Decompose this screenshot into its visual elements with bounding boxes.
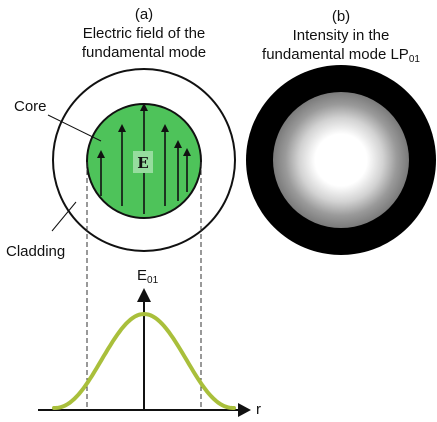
cladding-leader-line	[51, 201, 77, 232]
profile-x-axis-arrowhead	[238, 403, 251, 417]
panel-b-title-line2-subscript: 01	[409, 54, 421, 65]
cladding-label: Cladding	[6, 243, 65, 260]
panel-a-letter: (a)	[135, 6, 153, 23]
profile-y-axis-arrowhead	[137, 288, 151, 302]
panel-b-letter: (b)	[332, 8, 350, 25]
panel-b-title-line1: Intensity in the	[293, 27, 390, 44]
panel-b-title-line2-text: fundamental mode LP	[262, 46, 409, 63]
core-leader-line	[47, 114, 102, 142]
profile-y-axis-label-subscript: 01	[147, 275, 159, 286]
field-profile-curve	[52, 311, 236, 410]
field-vector-box	[133, 151, 153, 173]
panel-a-title-line2: fundamental mode	[82, 44, 206, 61]
intensity-spot	[273, 92, 409, 228]
core-label: Core	[14, 98, 47, 115]
field-vector-label: E	[137, 154, 148, 172]
profile-x-axis-label: r	[256, 401, 261, 418]
panel-b-title-line2: fundamental mode LP01	[262, 46, 420, 65]
profile-y-axis-label: E01	[137, 267, 159, 286]
profile-y-axis-label-text: E	[137, 267, 147, 284]
panel-a-title-line1: Electric field of the	[83, 25, 206, 42]
